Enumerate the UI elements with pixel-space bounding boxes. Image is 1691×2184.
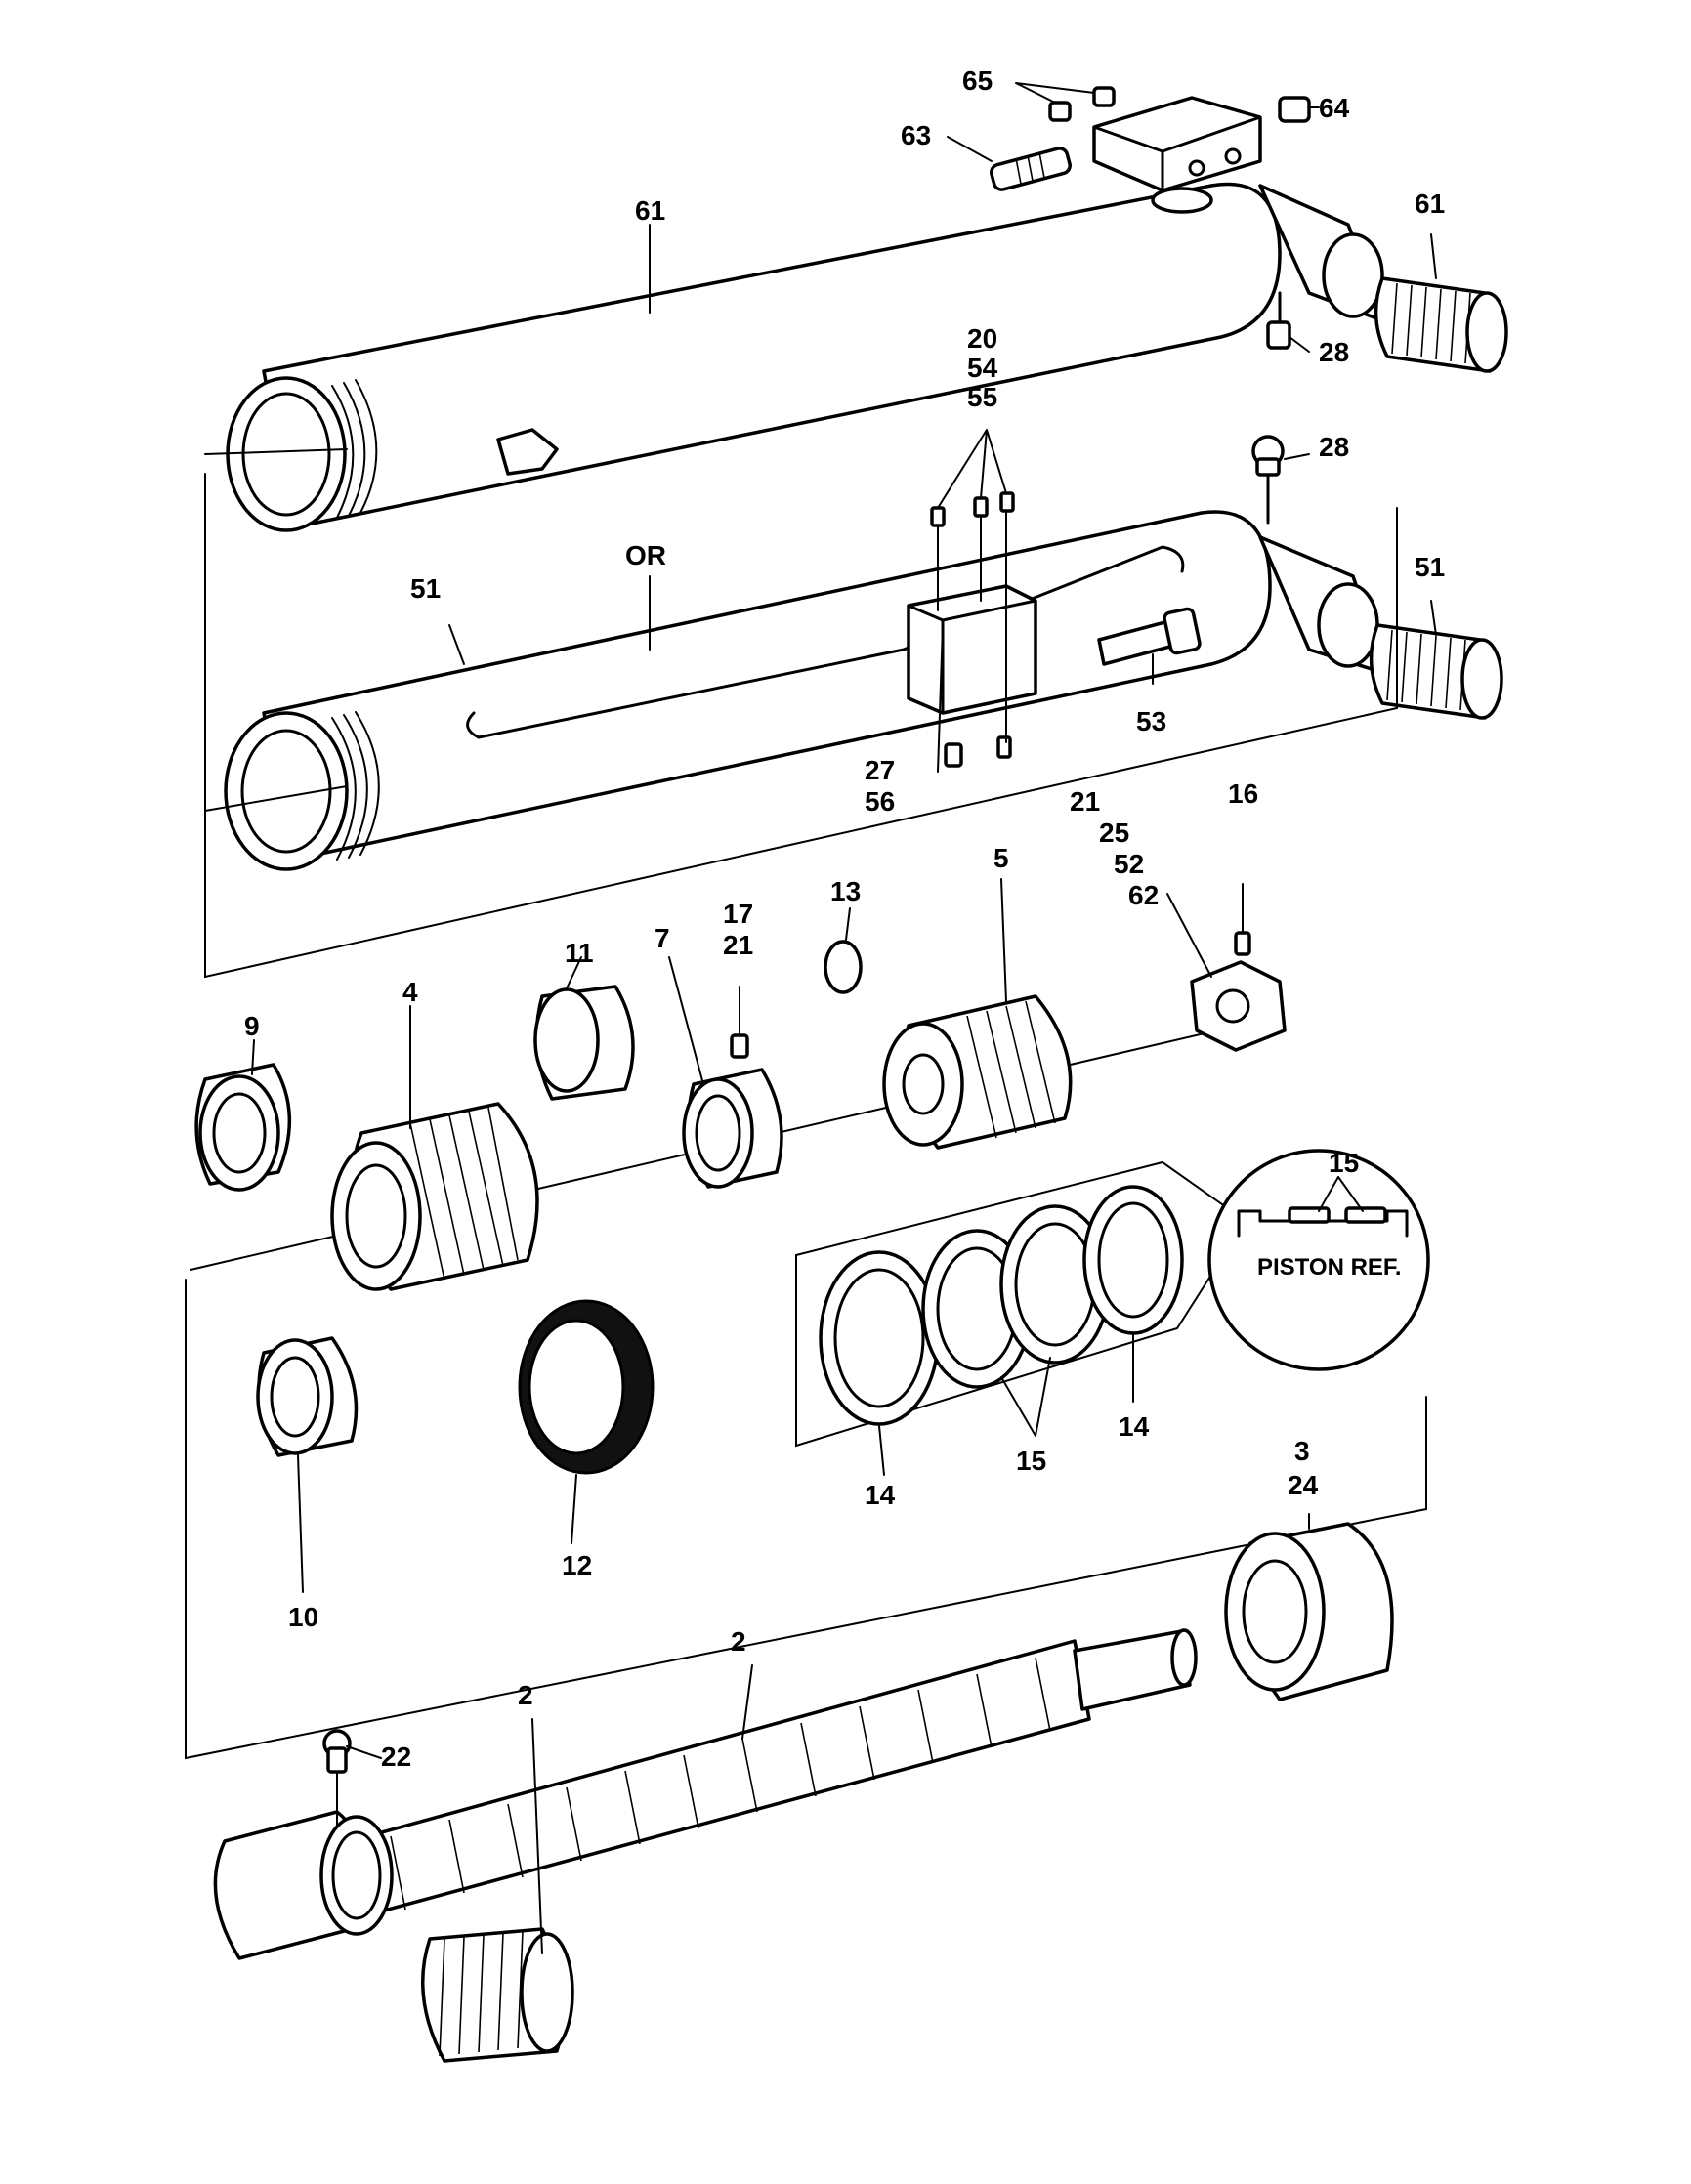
- leader-lines: [251, 82, 1437, 1954]
- callout-51-right: 51: [1415, 552, 1445, 582]
- callout-11: 11: [565, 938, 594, 968]
- callout-55: 55: [967, 382, 997, 412]
- barrel-61: [226, 96, 1389, 532]
- oring-13: [824, 940, 863, 994]
- callout-16: 16: [1228, 778, 1258, 809]
- callout-5: 5: [993, 843, 1009, 873]
- callout-12: 12: [562, 1550, 592, 1580]
- callout-52: 52: [1114, 849, 1144, 879]
- seal-12: [518, 1299, 655, 1475]
- gland-4: [330, 1102, 539, 1291]
- piston-ref-inset: [1207, 1149, 1430, 1371]
- seal-pack-14-15: [819, 1185, 1184, 1426]
- callout-51-left: 51: [410, 573, 441, 604]
- callout-3: 3: [1294, 1436, 1310, 1466]
- callout-65: 65: [962, 65, 993, 96]
- callout-63: 63: [901, 120, 931, 150]
- callout-4: 4: [402, 977, 418, 1007]
- callout-15-inset: 15: [1329, 1148, 1359, 1178]
- callout-labels: 65 64 63 61 61 28 20 54 55 28 OR 51 51 5…: [244, 65, 1445, 1772]
- bushing-51: [1369, 623, 1503, 720]
- piston-ref-label: PISTON REF.: [1257, 1254, 1402, 1281]
- bushing-11: [533, 985, 635, 1101]
- callout-10: 10: [288, 1602, 318, 1632]
- callout-14-right: 14: [1119, 1411, 1150, 1442]
- callout-27: 27: [865, 755, 895, 785]
- plugs-65: [1048, 86, 1116, 122]
- callout-or: OR: [625, 540, 666, 570]
- callout-9: 9: [244, 1011, 260, 1041]
- callout-24: 24: [1288, 1470, 1319, 1500]
- callout-64: 64: [1319, 93, 1350, 123]
- callout-61-top: 61: [635, 195, 665, 226]
- plug-64: [1278, 96, 1311, 123]
- callout-15-lower: 15: [1016, 1446, 1046, 1476]
- callout-7: 7: [655, 923, 670, 953]
- grease-fitting-28-top: [1266, 291, 1291, 350]
- frame-lower: [185, 1279, 1427, 1760]
- callout-21-mid: 21: [723, 930, 753, 960]
- setscrews-20-54-55: [930, 429, 1015, 611]
- frame-upper: [204, 473, 1398, 979]
- callout-20: 20: [967, 323, 997, 354]
- callout-14-left: 14: [865, 1480, 896, 1510]
- ring-7: [682, 1068, 783, 1189]
- bushing-61: [1374, 276, 1508, 373]
- callout-13: 13: [830, 876, 861, 906]
- piston-5: [882, 994, 1073, 1150]
- callout-25: 25: [1099, 818, 1129, 848]
- callout-28-top: 28: [1319, 337, 1349, 367]
- setscrew-17-21: [730, 986, 749, 1059]
- callout-62: 62: [1128, 880, 1159, 910]
- centerline-barrels: [204, 448, 348, 812]
- callout-56: 56: [865, 786, 895, 817]
- fitting-63: [990, 147, 1072, 191]
- callout-17: 17: [723, 899, 753, 929]
- callout-22: 22: [381, 1742, 411, 1772]
- wiper-9: [194, 1063, 292, 1192]
- callout-28-lower: 28: [1319, 432, 1349, 462]
- callout-2-bushing: 2: [518, 1680, 533, 1710]
- callout-54: 54: [967, 353, 998, 383]
- callout-61-right: 61: [1415, 189, 1445, 219]
- barrel-51: [224, 510, 1389, 871]
- nut-21-25-52-62: [1190, 883, 1287, 1052]
- gland-nut-3-24: [1224, 1522, 1394, 1701]
- callout-21-top: 21: [1070, 786, 1100, 817]
- bearing-10: [256, 1336, 359, 1457]
- grease-fitting-22: [322, 1729, 352, 1827]
- callout-53: 53: [1136, 706, 1166, 736]
- rod-2: [213, 1628, 1198, 1960]
- grease-fitting-28-lower: [1251, 435, 1285, 525]
- callout-2-rod: 2: [731, 1626, 746, 1657]
- setscrews-27-56: [937, 595, 1012, 773]
- bushing-2: [421, 1927, 574, 2063]
